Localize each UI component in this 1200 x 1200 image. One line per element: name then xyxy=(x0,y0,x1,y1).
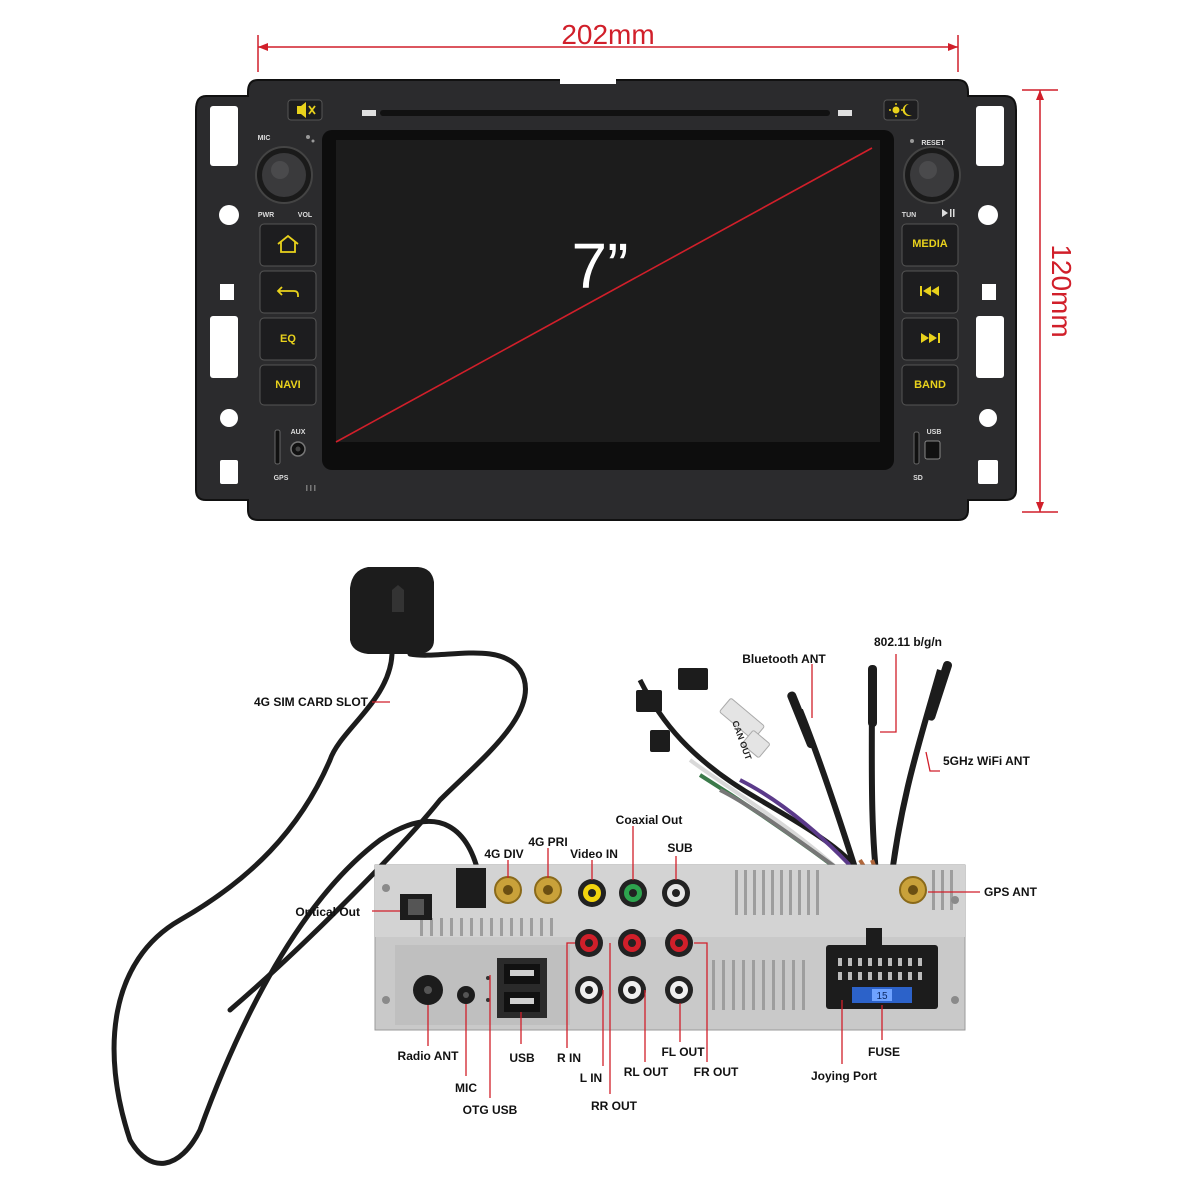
next-track-icon xyxy=(921,333,940,343)
mic-jack[interactable] xyxy=(457,986,475,1004)
usb-front-label: USB xyxy=(927,429,942,436)
brightness-icon xyxy=(889,103,912,117)
navi-button[interactable]: NAVI xyxy=(259,364,317,406)
gps-ant-label: GPS ANT xyxy=(984,885,1038,899)
coaxial-out-jack[interactable] xyxy=(619,879,647,907)
fuse xyxy=(852,987,912,1003)
usb-label: USB xyxy=(509,1051,535,1065)
wifi-antenna-1 xyxy=(868,665,877,727)
power-volume-knob[interactable] xyxy=(255,146,313,204)
back-icon xyxy=(276,286,299,297)
video-in-label: Video IN xyxy=(570,847,618,861)
width-dimension xyxy=(257,35,959,72)
tun-label: TUN xyxy=(902,212,916,219)
sim-connector xyxy=(456,868,486,908)
wifi-5g-label: 5GHz WiFi ANT xyxy=(943,754,1030,768)
band-button-label: BAND xyxy=(914,379,946,391)
sd-slot[interactable] xyxy=(913,431,920,465)
lte-pri-label: 4G PRI xyxy=(528,835,567,849)
lte-div-label: 4G DIV xyxy=(484,847,523,861)
reset-label: RESET xyxy=(921,140,945,147)
fr-out-jack[interactable] xyxy=(665,929,693,957)
joying-port-label: Joying Port xyxy=(811,1069,877,1083)
r-in-label: R IN xyxy=(557,1051,581,1065)
rl-out-jack[interactable] xyxy=(618,976,646,1004)
bluetooth-ant-label: Bluetooth ANT xyxy=(742,652,826,666)
gps-label: GPS xyxy=(274,475,289,482)
screen-diagonal xyxy=(335,147,873,443)
aux-label: AUX xyxy=(291,429,306,436)
coaxial-out-label: Coaxial Out xyxy=(616,813,683,827)
width-label: 202mm xyxy=(561,19,654,50)
rl-out-label: RL OUT xyxy=(624,1065,669,1079)
lte-pri-connector[interactable] xyxy=(534,876,562,904)
usb-ports[interactable] xyxy=(497,958,547,1018)
screen-size-label: 7” xyxy=(572,230,629,302)
front-usb-port[interactable] xyxy=(924,440,941,460)
radio-ant-port[interactable] xyxy=(413,975,443,1005)
fl-out-jack[interactable] xyxy=(665,976,693,1004)
lte-div-connector[interactable] xyxy=(494,876,522,904)
fr-out-label: FR OUT xyxy=(694,1065,739,1079)
optical-out-label: Optical Out xyxy=(295,905,360,919)
display-screen xyxy=(322,130,894,470)
leader-lines xyxy=(372,654,980,1098)
mic-label: MIC xyxy=(258,135,271,142)
l-in-label: L IN xyxy=(580,1071,602,1085)
pwr-label: PWR xyxy=(258,212,274,219)
height-dimension xyxy=(1022,89,1058,513)
mute-icon xyxy=(297,102,316,118)
fuse-rating: 15 xyxy=(876,991,888,1002)
rear-panel-diagram: CAN OUT xyxy=(111,567,1038,1166)
reset-hole[interactable] xyxy=(910,139,914,143)
l-in-jack[interactable] xyxy=(575,976,603,1004)
wifi-label: 802.11 b/g/n xyxy=(874,635,942,649)
r-in-jack[interactable] xyxy=(575,929,603,957)
gps-ant-connector[interactable] xyxy=(899,876,927,904)
sim-cable xyxy=(111,651,483,1166)
sub-label: SUB xyxy=(667,841,693,855)
height-label: 120mm xyxy=(1046,244,1077,337)
tune-knob[interactable] xyxy=(903,146,961,204)
sd-label: SD xyxy=(913,475,923,482)
video-in-jack[interactable] xyxy=(578,879,606,907)
front-panel-diagram: 202mm 120mm xyxy=(195,19,1077,521)
mic-hole xyxy=(306,135,310,139)
media-button[interactable]: MEDIA xyxy=(901,223,959,267)
rr-out-jack[interactable] xyxy=(618,929,646,957)
disc-slot xyxy=(380,110,830,116)
next-track-button[interactable] xyxy=(901,317,959,361)
otg-usb-label: OTG USB xyxy=(463,1103,518,1117)
navi-button-label: NAVI xyxy=(275,379,300,391)
mic-label-rear: MIC xyxy=(455,1081,477,1095)
eq-button-label: EQ xyxy=(280,333,296,345)
brightness-button[interactable] xyxy=(883,99,919,121)
prev-track-button[interactable] xyxy=(901,270,959,314)
eq-button[interactable]: EQ xyxy=(259,317,317,361)
home-button[interactable] xyxy=(259,223,317,267)
fl-out-label: FL OUT xyxy=(661,1045,705,1059)
vent-lines xyxy=(306,485,316,491)
optical-out-port[interactable] xyxy=(400,894,432,920)
back-button[interactable] xyxy=(259,270,317,314)
bluetooth-antenna xyxy=(787,691,816,749)
media-button-label: MEDIA xyxy=(912,238,948,250)
fuse-label: FUSE xyxy=(868,1045,900,1059)
gps-sd-slot[interactable] xyxy=(274,429,281,465)
home-icon xyxy=(277,234,299,253)
sim-card-module xyxy=(350,567,434,654)
band-button[interactable]: BAND xyxy=(901,364,959,406)
radio-ant-label: Radio ANT xyxy=(398,1049,460,1063)
sim-slot-label: 4G SIM CARD SLOT xyxy=(254,695,369,709)
mute-button[interactable] xyxy=(287,99,323,121)
wifi-antenna-2 xyxy=(926,660,953,721)
play-pause-icon xyxy=(942,209,955,217)
sub-jack[interactable] xyxy=(662,879,690,907)
harness-plugs xyxy=(636,668,770,758)
rr-out-label: RR OUT xyxy=(591,1099,638,1113)
prev-track-icon xyxy=(920,286,939,296)
vol-label: VOL xyxy=(298,212,313,219)
